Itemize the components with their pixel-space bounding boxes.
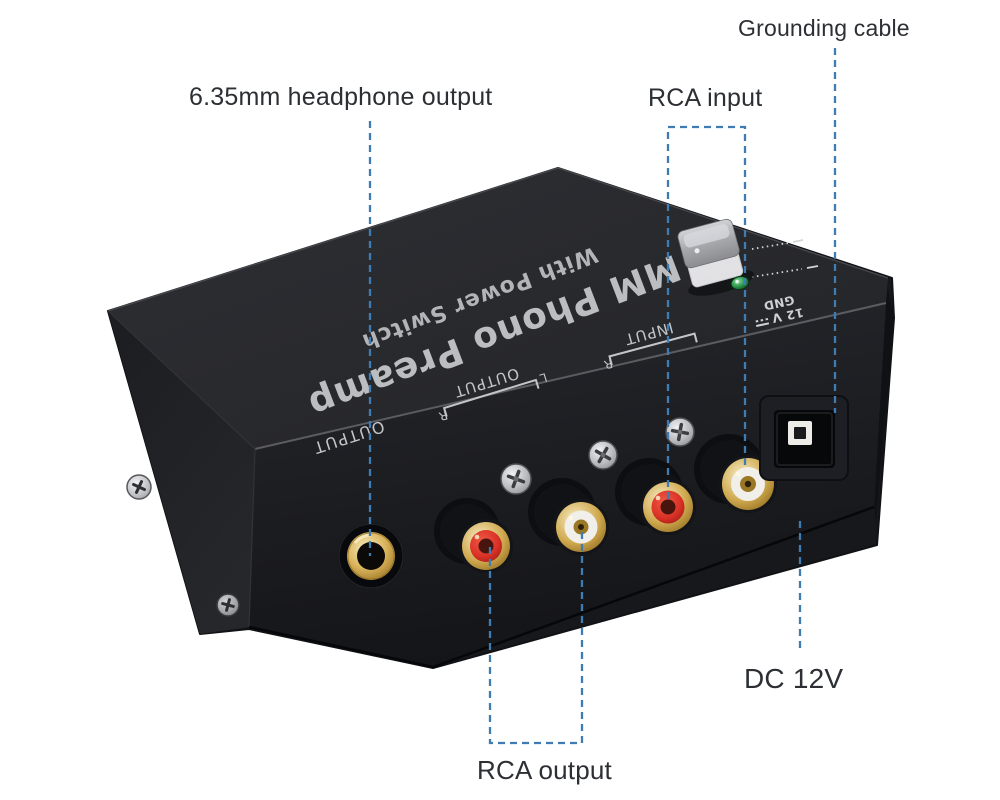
print-12v: 12 V [770, 305, 805, 325]
print-power-text: 12 V GND [755, 293, 805, 328]
dc-power-label: DC 12V [744, 663, 844, 694]
screw [588, 440, 618, 470]
left-edge-line [107, 310, 256, 628]
print-output-l: L [538, 370, 549, 385]
front-screws [500, 417, 695, 495]
screw [126, 474, 152, 500]
screw [216, 593, 240, 617]
rca-output-label: RCA output [477, 755, 612, 785]
device-left-face [108, 311, 255, 634]
print-gnd: GND [762, 293, 796, 313]
rca-jack-input-left [694, 434, 777, 513]
device-right-face [874, 280, 894, 522]
callout-lines [368, 48, 837, 745]
dc-jack [759, 395, 849, 481]
print-input-r: R [603, 356, 615, 372]
screw [665, 417, 695, 447]
callout-line-rca-output [488, 531, 584, 745]
bottom-edge-line [248, 505, 875, 669]
rca-jack-output-left [528, 478, 609, 555]
callout-line-rca-input [666, 125, 747, 499]
dc-symbol [755, 317, 770, 328]
power-switch [677, 218, 755, 296]
grounding-cable-label: Grounding cable [738, 15, 910, 41]
print-output-r: R [437, 408, 449, 424]
headphone-output-label: 6.35mm headphone output [189, 83, 493, 111]
rca-input-label: RCA input [648, 84, 763, 112]
switch-legend-lines [751, 239, 819, 278]
rca-jack-input-right [615, 458, 696, 535]
side-screws [126, 474, 240, 617]
screw [500, 463, 532, 495]
front-edge-highlight [254, 302, 887, 450]
rca-jack-output-right [434, 498, 513, 573]
top-edge-highlight [107, 167, 889, 312]
